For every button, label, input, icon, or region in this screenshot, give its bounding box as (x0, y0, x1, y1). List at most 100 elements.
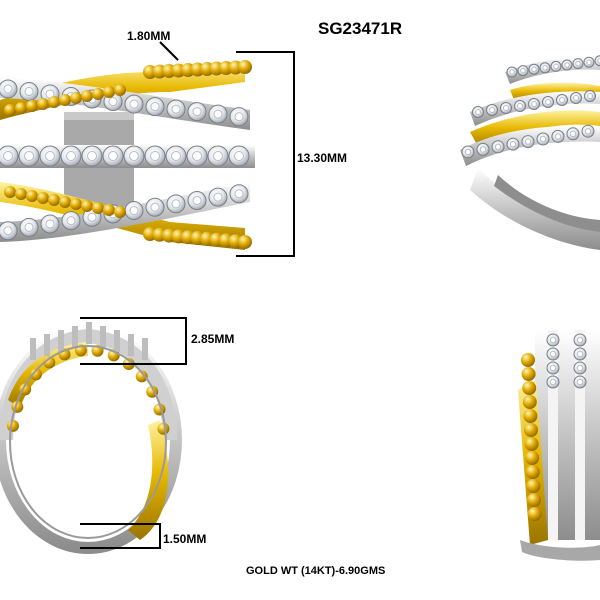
diamond-facet (213, 109, 223, 119)
gold-bead (521, 367, 536, 381)
gold-bead (4, 104, 16, 116)
prong (142, 338, 148, 360)
gold-bead (15, 188, 27, 200)
diamond-facet (129, 151, 139, 161)
diamond-facet (24, 151, 34, 161)
diamond-facet (520, 67, 526, 74)
diamond-facet (575, 60, 581, 67)
gold-bead (522, 381, 537, 395)
gold-bead (525, 451, 540, 465)
gold-bead (81, 200, 93, 212)
gold-bead (4, 186, 16, 198)
gold-bead (103, 86, 115, 98)
gold-bead (92, 202, 104, 214)
gold-bead (523, 409, 538, 423)
gold-bead (37, 98, 49, 110)
prong (86, 322, 92, 344)
diamond-facet (475, 109, 481, 115)
prong (72, 326, 78, 348)
diamond-facet (542, 65, 548, 71)
diamond-facet (129, 99, 139, 109)
diamond-facet (576, 364, 584, 372)
perspective-gold-lower (470, 110, 600, 150)
gold-bead (524, 423, 538, 437)
gold-weight-label: GOLD WT (14KT)-6.90GMS (246, 565, 386, 577)
diamond-facet (108, 151, 118, 161)
gold-bead (526, 479, 541, 493)
gold-bead (81, 90, 93, 102)
gold-bead (103, 204, 115, 216)
top-height-bracket (80, 317, 187, 365)
prong (44, 334, 50, 356)
diamond-facet (569, 130, 577, 138)
gold-bead (70, 92, 82, 104)
shank-thickness-label: 1.50MM (163, 532, 207, 546)
profile-view (0, 322, 182, 554)
diamond-facet (503, 105, 509, 111)
diamond-facet (509, 141, 517, 148)
diamond-facet (494, 143, 502, 151)
gold-bead (48, 96, 60, 108)
prong (100, 326, 106, 348)
top-height-label: 2.85MM (191, 332, 235, 346)
diamond-facet (489, 107, 495, 113)
diamond-facet (3, 151, 13, 161)
gold-bead (15, 102, 27, 114)
diamond-facet (545, 99, 551, 105)
gold-bead (29, 368, 42, 381)
diamond-facet (24, 222, 34, 232)
end-shank (535, 330, 600, 540)
front-dimensions (159, 41, 295, 257)
diamond-facet (549, 378, 557, 386)
gold-bead (525, 465, 540, 479)
gold-bead (26, 100, 38, 112)
diamond-facet (597, 58, 600, 64)
gold-bead (114, 84, 126, 96)
diamond-facet (539, 135, 547, 143)
profile-gold-side (128, 420, 169, 540)
diamond-facet (587, 93, 593, 99)
end-diamonds (546, 333, 587, 389)
gold-bead (157, 422, 170, 435)
diamond-facet (192, 151, 202, 161)
gold-bead (238, 60, 252, 74)
gold-bead (527, 493, 541, 507)
diamond-facet (150, 151, 160, 161)
diamond-facet (234, 112, 244, 122)
diamond-facet (564, 62, 570, 68)
profile-prongs (30, 322, 148, 360)
front-diamonds (0, 79, 250, 241)
gold-bead (26, 190, 38, 202)
diamond-facet (213, 192, 223, 202)
diamond-facet (586, 59, 592, 65)
diamond-facet (576, 350, 584, 358)
gold-bead (59, 196, 71, 208)
diamond-facet (584, 128, 592, 135)
diamond-facet (3, 226, 13, 236)
gold-bead (524, 437, 539, 451)
end-view (518, 330, 600, 561)
gold-bead (521, 353, 535, 367)
gold-bead (6, 419, 19, 432)
gold-bead (238, 235, 252, 249)
diamond-facet (479, 146, 487, 153)
band-width-label: 1.80MM (127, 29, 171, 43)
diamond-facet (553, 63, 559, 70)
diamond-facet (87, 212, 97, 222)
diamond-facet (66, 151, 76, 161)
diamond-facet (150, 102, 160, 112)
perspective-diamonds (461, 55, 600, 159)
diamond-facet (524, 138, 532, 145)
diamond-facet (3, 84, 13, 94)
gold-bead (522, 395, 537, 409)
diamond-facet (531, 101, 537, 107)
diamond-facet (171, 151, 181, 161)
gold-bead (37, 192, 49, 204)
diamond-facet (531, 66, 537, 72)
diamond-facet (192, 195, 202, 206)
product-code: SG23471R (318, 19, 403, 38)
front-view (0, 60, 255, 250)
profile-dimensions (80, 317, 187, 549)
diamond-facet (87, 151, 97, 161)
